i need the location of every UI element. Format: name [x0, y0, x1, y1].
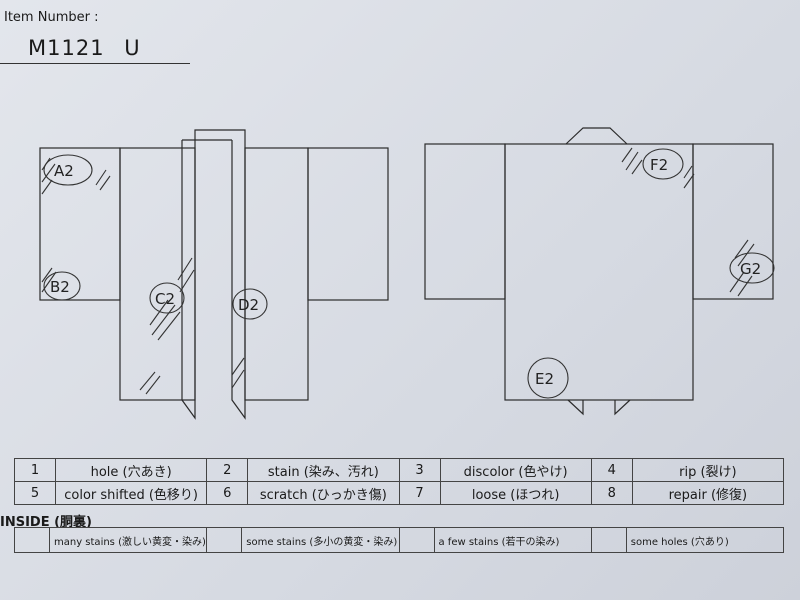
defect-label-e2: E2: [535, 370, 554, 388]
defect-label-b2: B2: [50, 278, 70, 296]
defect-label: rip (裂け): [631, 458, 785, 482]
defect-num: 1: [14, 458, 56, 482]
defect-label: hole (穴あき): [54, 458, 208, 482]
table-row: many stains (激しい黄変・染み) some stains (多小の黄…: [14, 527, 785, 553]
inside-condition-table: many stains (激しい黄変・染み) some stains (多小の黄…: [14, 527, 785, 553]
front-collar: [181, 129, 246, 420]
defect-num: 8: [590, 481, 633, 505]
inside-item-label: some stains (多小の黄変・染み): [241, 527, 400, 553]
item-number-value: M1121 U: [28, 36, 141, 60]
garment-diagram: A2 B2 C2 D2 F2 G2 E2: [39, 127, 775, 420]
defect-label: loose (ほつれ): [439, 481, 592, 505]
front-hatching: [41, 157, 245, 395]
defect-legend-table: 1 hole (穴あき) 2 stain (染み、汚れ) 3 discolor …: [14, 458, 785, 505]
back-view: F2 G2 E2: [424, 127, 775, 416]
front-right-body: [244, 147, 309, 401]
defect-marker-b2: [43, 271, 81, 301]
defect-label: stain (染み、汚れ): [247, 458, 400, 482]
defect-label-g2: G2: [740, 260, 761, 278]
defect-marker-c2: [149, 282, 185, 314]
table-row: 5 color shifted (色移り) 6 scratch (ひっかき傷) …: [14, 481, 785, 505]
back-right-sleeve: [692, 143, 774, 300]
inside-item-label: a few stains (若干の染み): [433, 527, 592, 553]
back-body: [504, 143, 694, 401]
defect-label-c2: C2: [155, 290, 175, 308]
defect-num: 3: [398, 458, 441, 482]
defect-marker-d2: [232, 288, 268, 320]
defect-label-f2: F2: [650, 156, 668, 174]
defect-marker-f2: [642, 148, 684, 180]
defect-num: 2: [206, 458, 249, 482]
table-row: 1 hole (穴あき) 2 stain (染み、汚れ) 3 discolor …: [14, 458, 785, 482]
defect-label: repair (修復): [631, 481, 785, 505]
back-collar: [565, 127, 628, 145]
back-hatching: [621, 147, 755, 297]
inside-checkbox-many-stains[interactable]: [14, 527, 50, 553]
defect-label: scratch (ひっかき傷): [247, 481, 400, 505]
front-left-body: [119, 147, 196, 401]
inside-section-label: INSIDE (胴裏): [0, 515, 92, 530]
back-hem-left: [567, 399, 584, 416]
front-view: A2 B2 C2 D2: [39, 129, 389, 420]
defect-num: 4: [590, 458, 633, 482]
defect-num: 7: [398, 481, 441, 505]
defect-label: color shifted (色移り): [54, 481, 208, 505]
defect-label-d2: D2: [238, 296, 259, 314]
inside-item-label: some holes (穴あり): [625, 527, 785, 553]
back-left-sleeve: [424, 143, 506, 300]
defect-marker-e2: [527, 357, 569, 399]
defect-marker-g2: [729, 252, 775, 284]
defect-label: discolor (色やけ): [439, 458, 592, 482]
item-number-label: Item Number :: [4, 10, 99, 25]
defect-label-a2: A2: [54, 162, 74, 180]
defect-num: 5: [14, 481, 56, 505]
defect-num: 6: [206, 481, 249, 505]
inside-checkbox-few-stains[interactable]: [398, 527, 435, 553]
defect-marker-a2: [43, 154, 93, 186]
front-right-sleeve: [307, 147, 389, 301]
inside-checkbox-some-holes[interactable]: [590, 527, 627, 553]
inside-item-label: many stains (激しい黄変・染み): [48, 527, 208, 553]
item-number-underline: [0, 63, 190, 64]
back-hem-right: [614, 399, 631, 416]
inside-checkbox-some-stains[interactable]: [206, 527, 243, 553]
